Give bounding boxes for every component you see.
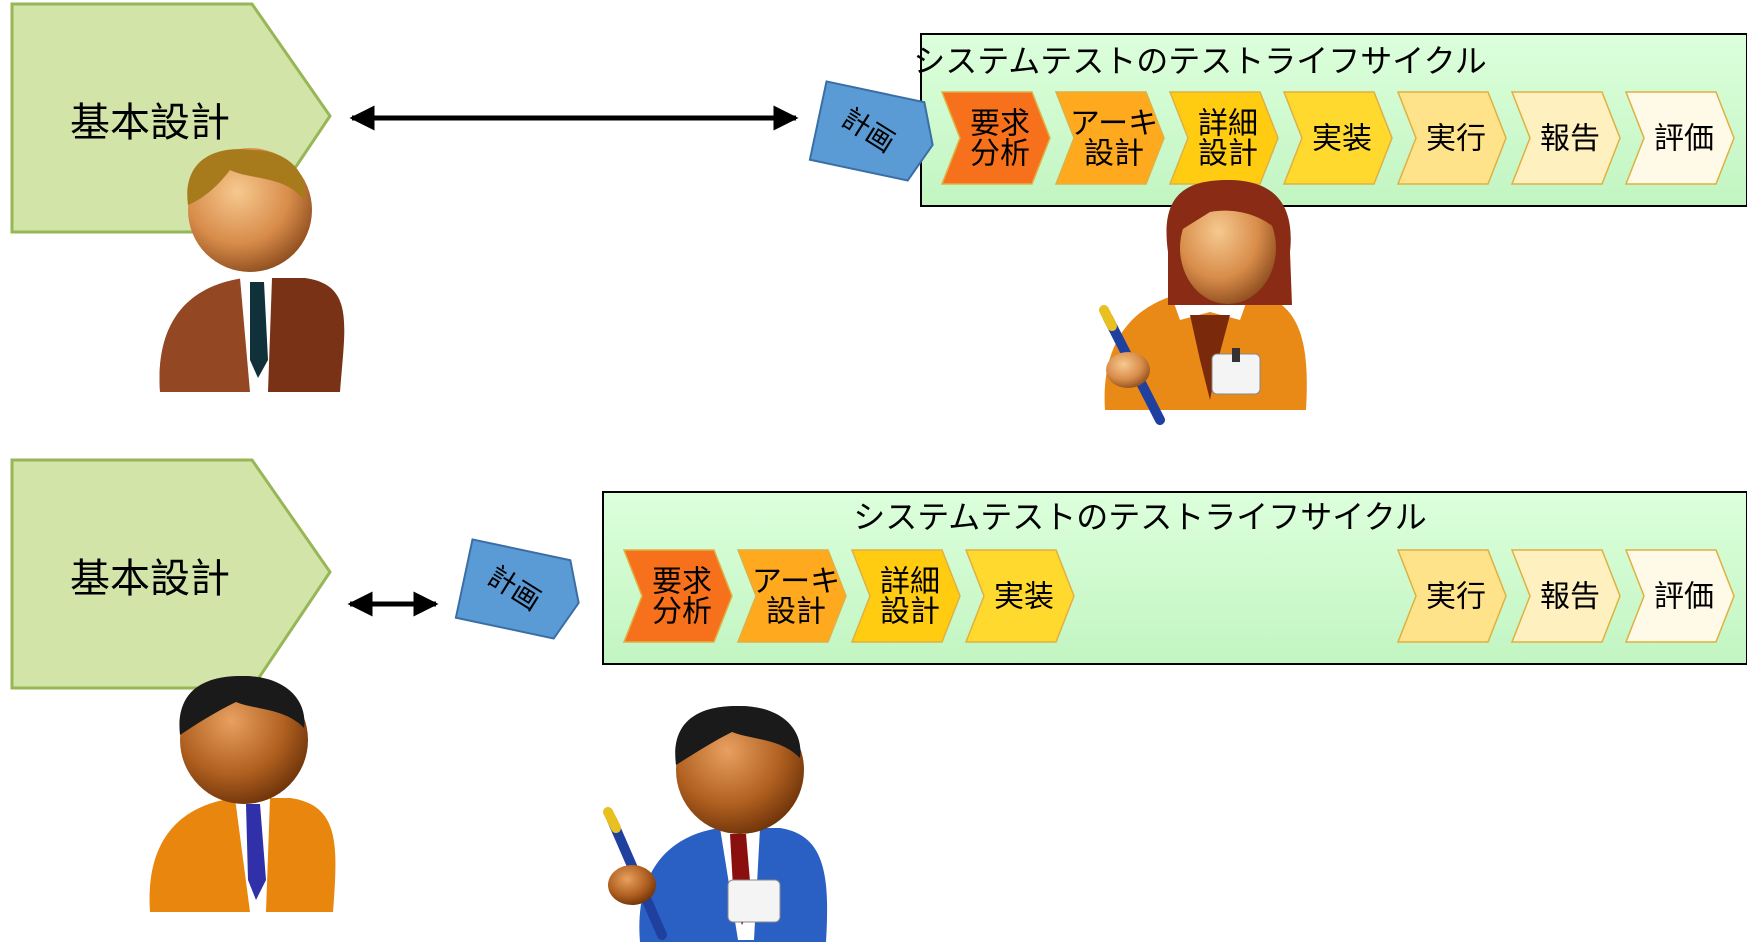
phase-label: 設計 xyxy=(766,595,826,630)
phase-label: 報告 xyxy=(1540,580,1600,615)
phase-label: 分析 xyxy=(970,137,1030,172)
phase-chevron xyxy=(1396,91,1507,185)
phase-label: 報告 xyxy=(1540,122,1600,157)
lifecycle-box-top: システムテストのテストライフサイクル 要求分析アーキ設計詳細設計実装実行報告評価 xyxy=(913,33,1747,207)
basic-design-label-bottom: 基本設計 xyxy=(70,556,230,602)
phase-label: 設計 xyxy=(1198,137,1258,172)
phase-chevron xyxy=(940,91,1051,185)
phase-label: 要求 xyxy=(652,565,712,600)
phase-label: 設計 xyxy=(1084,137,1144,172)
phase-chevron xyxy=(1624,549,1735,643)
phase-chevron xyxy=(1054,91,1165,185)
phase-chevron xyxy=(850,549,961,643)
phase-label: 詳細 xyxy=(1198,107,1258,142)
phase-label: 評価 xyxy=(1654,122,1714,157)
phase-chevron xyxy=(1168,91,1279,185)
phase-label: アーキ xyxy=(1070,107,1158,142)
basic-design-shape-bottom: 基本設計 xyxy=(10,458,332,690)
lifecycle-box-bottom: システムテストのテストライフサイクル 要求分析アーキ設計詳細設計実装実行報告評価 xyxy=(602,491,1747,665)
basic-design-label-top: 基本設計 xyxy=(70,100,230,146)
planning-tag-bottom: 計画 xyxy=(454,538,580,640)
phase-label: 実行 xyxy=(1426,580,1486,615)
phase-label: 設計 xyxy=(880,595,940,630)
male-tester-icon xyxy=(603,705,828,942)
phase-label: 実行 xyxy=(1426,122,1486,157)
phase-label: 実装 xyxy=(1312,122,1372,157)
phase-label: 要求 xyxy=(970,107,1030,142)
lifecycle-title-bottom: システムテストのテストライフサイクル xyxy=(853,498,1426,536)
phase-chevron xyxy=(964,549,1075,643)
businessman-icon-bottom xyxy=(149,675,336,912)
top-section: 基本設計 システムテストのテストライフサイクル 要求分析アーキ設計詳細設計実装実… xyxy=(10,2,1747,425)
lifecycle-title-top: システムテストのテストライフサイクル xyxy=(913,42,1486,80)
phase-chevron xyxy=(1510,91,1621,185)
phase-row-bottom: 要求分析アーキ設計詳細設計実装実行報告評価 xyxy=(622,549,1735,643)
phase-label: アーキ xyxy=(752,565,840,600)
bottom-section: 基本設計 計画 システムテストのテストライフサイクル 要求分析アーキ設計詳細設計… xyxy=(10,458,1747,942)
phase-chevron xyxy=(736,549,847,643)
phase-row-top: 要求分析アーキ設計詳細設計実装実行報告評価 xyxy=(940,91,1735,185)
phase-chevron xyxy=(1624,91,1735,185)
phase-label: 評価 xyxy=(1654,580,1714,615)
planning-tag-top: 計画 xyxy=(808,80,934,182)
female-tester-icon xyxy=(1099,180,1307,425)
phase-label: 分析 xyxy=(652,595,712,630)
phase-chevron xyxy=(1510,549,1621,643)
phase-chevron xyxy=(1396,549,1507,643)
phase-chevron xyxy=(1282,91,1393,185)
phase-chevron xyxy=(622,549,733,643)
phase-label: 詳細 xyxy=(880,565,940,600)
businessman-icon-top xyxy=(159,148,345,392)
phase-label: 実装 xyxy=(994,580,1054,615)
